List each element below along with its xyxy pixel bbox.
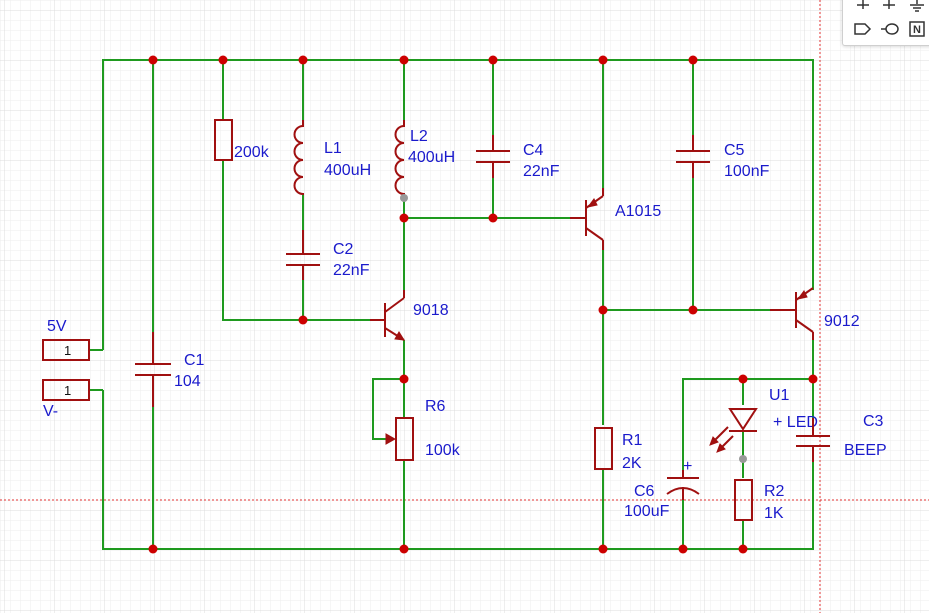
c1-value: 104 [174, 373, 201, 390]
l1-value: 400uH [324, 162, 371, 179]
potentiometer-r6[interactable]: R6 100k [385, 398, 461, 461]
net-port-icon[interactable] [853, 21, 873, 39]
junction-dot [598, 55, 608, 65]
led-u1[interactable]: U1 + LED [709, 387, 818, 453]
no-connect-icon[interactable]: N [907, 21, 927, 39]
u1-value: + LED [773, 414, 818, 431]
port-vminus-pin: 1 [64, 383, 71, 398]
port-5v-pin: 1 [64, 343, 71, 358]
junction-dot [488, 213, 498, 223]
r6-ref: R6 [425, 398, 446, 415]
u1-ref: U1 [769, 387, 790, 404]
r1-ref: R1 [622, 432, 643, 449]
net-flag-icon[interactable] [880, 21, 900, 39]
q-a1015-value: A1015 [615, 203, 661, 220]
junction-dot [808, 374, 818, 384]
l2-ref: L2 [410, 128, 428, 145]
c2-value: 22nF [333, 262, 370, 279]
junction-dot [399, 544, 409, 554]
wires [89, 59, 814, 550]
junction-dot [399, 55, 409, 65]
junction-dot [148, 55, 158, 65]
junction-dot [218, 55, 228, 65]
junction-dot [598, 305, 608, 315]
junction-dot [399, 213, 409, 223]
wiring-toolbar: N [842, 0, 929, 46]
junction-dot [488, 55, 498, 65]
transistor-9012[interactable]: 9012 [770, 287, 860, 340]
c2-ref: C2 [333, 241, 354, 258]
junction-dot [148, 544, 158, 554]
r6-value: 100k [425, 442, 461, 459]
c6-polarity: + [683, 458, 692, 475]
transistor-9018[interactable]: 9018 [370, 290, 449, 341]
resistor-r1[interactable]: R1 2K [594, 427, 643, 472]
port-vminus[interactable]: 1 V- [42, 379, 90, 420]
r-200k-value: 200k [234, 144, 270, 161]
capacitor-c5[interactable]: C5 100nF [676, 135, 770, 180]
buzzer-c3[interactable]: C3 BEEP [796, 413, 887, 462]
inductor-l2[interactable]: L2 400uH [394, 120, 456, 198]
l1-ref: L1 [324, 140, 342, 157]
capacitor-c4[interactable]: C4 22nF [476, 135, 560, 180]
junction-dot [298, 55, 308, 65]
junction-dot [688, 55, 698, 65]
r2-ref: R2 [764, 483, 785, 500]
port-vminus-label: V- [43, 403, 58, 420]
capacitor-c1[interactable]: C1 104 [135, 332, 205, 407]
port-5v[interactable]: 1 5V [42, 318, 90, 361]
cross-icon[interactable] [879, 0, 899, 17]
junction-dot [738, 374, 748, 384]
resistor-200k[interactable]: 200k [214, 119, 270, 161]
capacitor-c2[interactable]: C2 22nF [286, 230, 370, 280]
junctions [148, 55, 818, 554]
junction-dot [399, 374, 409, 384]
c5-ref: C5 [724, 142, 745, 159]
junction-dot [298, 315, 308, 325]
r1-value: 2K [622, 455, 642, 472]
port-5v-label: 5V [47, 318, 67, 335]
capacitor-c6[interactable]: + C6 100uF [624, 458, 700, 520]
junction-dot [688, 305, 698, 315]
junction-dot [738, 544, 748, 554]
junction-dot [598, 544, 608, 554]
cross-icon[interactable] [853, 0, 873, 17]
c5-value: 100nF [724, 163, 770, 180]
q-9012-value: 9012 [824, 313, 860, 330]
transistor-a1015[interactable]: A1015 [570, 188, 661, 250]
l2-value: 400uH [408, 149, 455, 166]
c3-value: BEEP [844, 442, 887, 459]
c4-value: 22nF [523, 163, 560, 180]
c1-ref: C1 [184, 352, 205, 369]
c6-value: 100uF [624, 503, 670, 520]
r2-value: 1K [764, 505, 784, 522]
c3-ref: C3 [863, 413, 884, 430]
pin-endpoint-dot [400, 194, 408, 202]
inductor-l1[interactable]: L1 400uH [293, 120, 372, 195]
no-connect-label: N [913, 24, 921, 36]
junction-dot [678, 544, 688, 554]
q-9018-value: 9018 [413, 302, 449, 319]
c4-ref: C4 [523, 142, 544, 159]
resistor-r2[interactable]: R2 1K [734, 479, 785, 522]
pin-endpoint-dot [739, 455, 747, 463]
c6-ref: C6 [634, 483, 655, 500]
ground-icon[interactable] [907, 0, 927, 17]
